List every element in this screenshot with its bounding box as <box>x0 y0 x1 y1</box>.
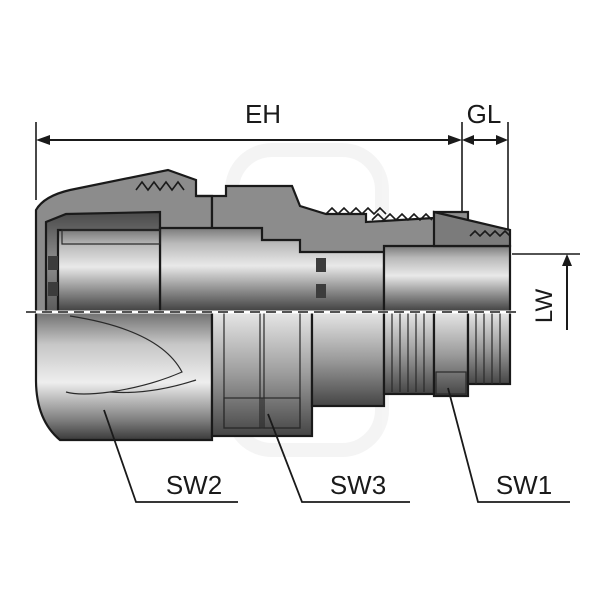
label-eh: EH <box>245 99 281 129</box>
label-gl: GL <box>467 99 502 129</box>
gland-section-upper <box>34 168 512 314</box>
thread-teeth-upper <box>48 180 511 298</box>
gland-exterior-lower <box>34 310 512 442</box>
label-lw: LW <box>531 289 558 324</box>
label-sw3: SW3 <box>330 470 386 500</box>
leader-sw1 <box>447 387 570 503</box>
leader-sw3 <box>267 413 410 503</box>
dimension-lw <box>512 253 580 330</box>
leader-sw2 <box>103 409 238 503</box>
dimension-eh <box>35 122 463 212</box>
dimension-gl <box>462 122 509 230</box>
thread-ridges-lower <box>391 312 501 392</box>
label-sw2: SW2 <box>166 470 222 500</box>
label-sw1: SW1 <box>496 470 552 500</box>
